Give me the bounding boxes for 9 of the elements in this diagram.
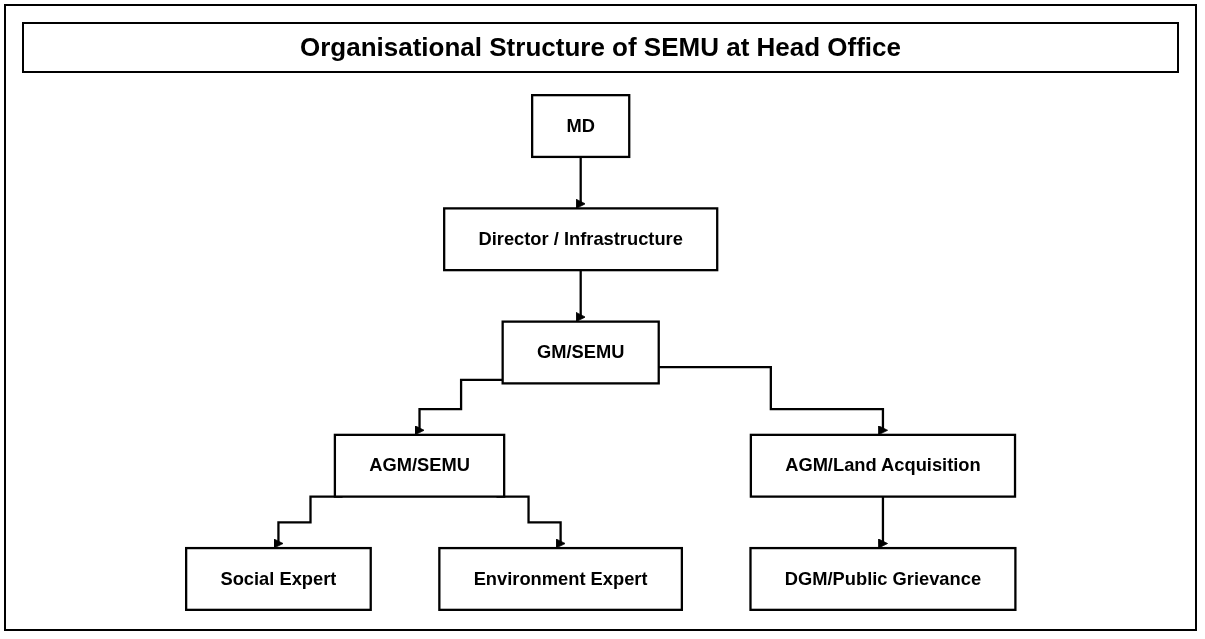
- node-box: MD: [530, 94, 631, 159]
- node-box: DGM/Public Grievance: [749, 546, 1017, 611]
- diagram-title: Organisational Structure of SEMU at Head Office: [22, 22, 1179, 73]
- node-box: GM/SEMU: [501, 320, 660, 385]
- node-box: Social Expert: [184, 546, 372, 611]
- node-box: AGM/SEMU: [333, 433, 506, 498]
- node-box: Environment Expert: [437, 546, 683, 611]
- node-box: AGM/Land Acquisition: [749, 433, 1016, 498]
- node-box: Director / Infrastructure: [442, 207, 719, 272]
